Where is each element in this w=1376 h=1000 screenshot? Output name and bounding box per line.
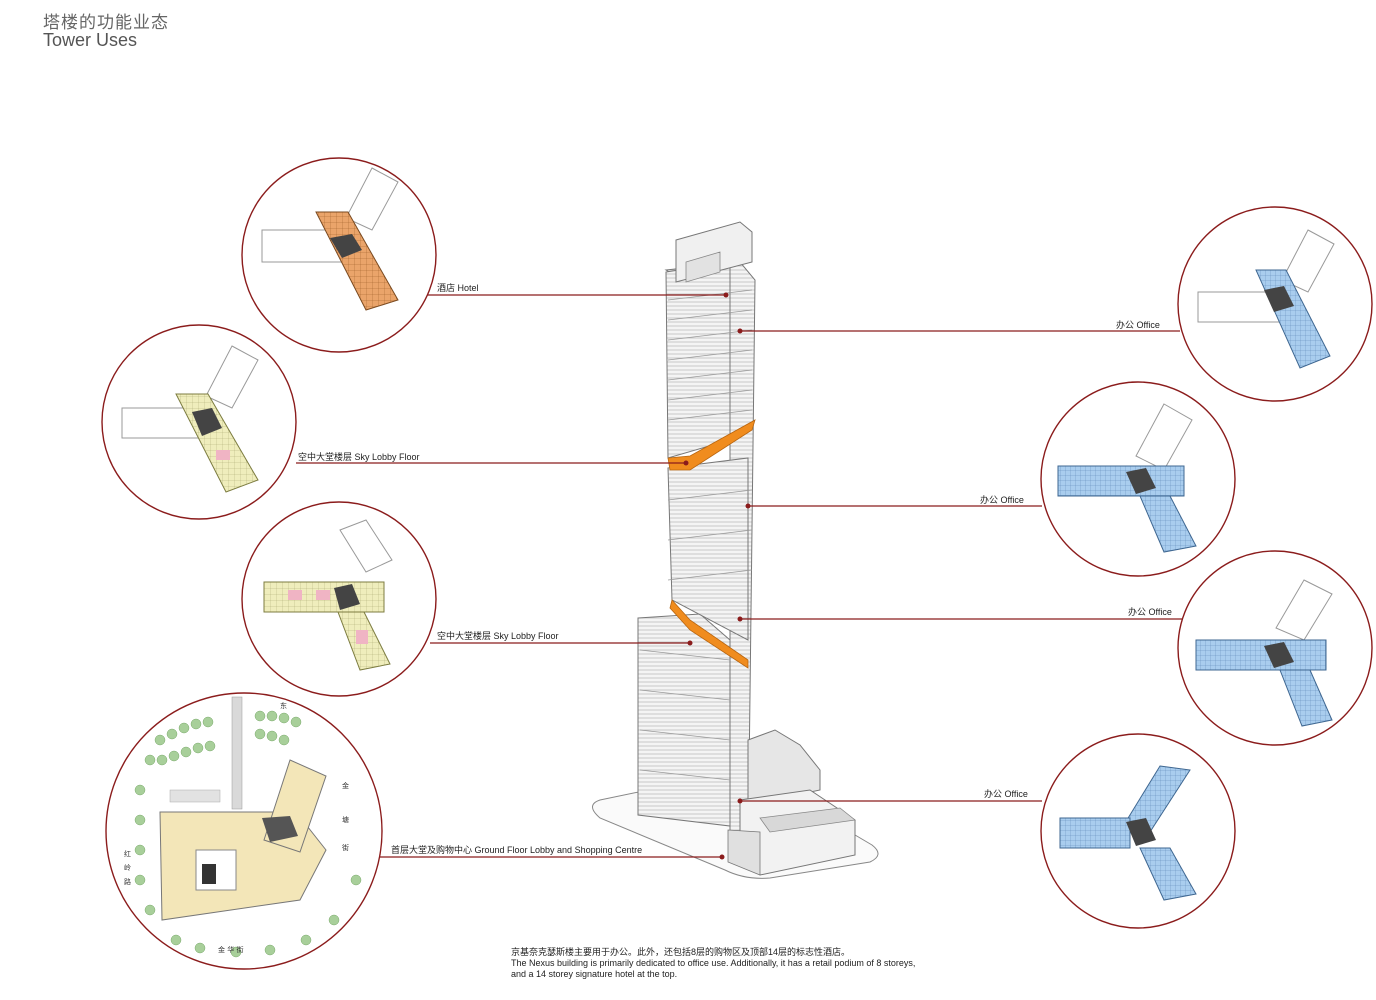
label-sky-lobby-upper: 空中大堂楼层 Sky Lobby Floor: [298, 452, 420, 462]
office-floor-plan-circle-4: [1040, 733, 1236, 929]
road-label-left-2: 岭: [124, 863, 131, 872]
office-floor-plan-circle-3: [1177, 550, 1373, 746]
road-label-jin: 金: [342, 781, 349, 790]
label-office-2: 办公 Office: [980, 495, 1024, 505]
road-label-tang: 塘: [342, 815, 349, 824]
sky-lobby-lower-floor-plan-circle: [241, 501, 437, 697]
hotel-floor-plan-circle: [241, 157, 437, 353]
caption-cn: 京基奈克瑟斯楼主要用于办公。此外，还包括8层的购物区及顶部14层的标志性酒店。: [511, 947, 851, 957]
page-title-cn: 塔楼的功能业态: [43, 13, 169, 32]
ground-floor-site-plan-circle: 东 金 塘 街 金 华 街 红 岭 路: [105, 692, 383, 970]
tower-model: [637, 221, 856, 876]
sky-lobby-band-upper: [667, 419, 756, 471]
caption-en-1: The Nexus building is primarily dedicate…: [511, 958, 916, 968]
office-floor-plan-circle-1: [1177, 206, 1373, 402]
page-title-en: Tower Uses: [43, 30, 138, 50]
road-label-left-3: 路: [124, 877, 131, 886]
label-office-1: 办公 Office: [1116, 320, 1160, 330]
label-office-4: 办公 Office: [984, 789, 1028, 799]
leader-dots: [683, 292, 751, 860]
sky-lobby-upper-floor-plan-circle: [101, 324, 297, 520]
road-label-left-1: 红: [124, 849, 131, 858]
office-floor-plan-circle-2: [1040, 381, 1236, 577]
label-hotel: 酒店 Hotel: [437, 283, 479, 293]
caption-en-2: and a 14 storey signature hotel at the t…: [511, 969, 678, 979]
label-office-3: 办公 Office: [1128, 607, 1172, 617]
road-label-jie: 街: [342, 843, 349, 852]
label-ground-floor: 首层大堂及购物中心 Ground Floor Lobby and Shoppin…: [391, 845, 643, 855]
sky-lobby-band-lower: [669, 599, 749, 669]
road-label-bottom: 金 华 街: [218, 945, 243, 954]
leader-lines: [296, 294, 1182, 858]
label-sky-lobby-lower: 空中大堂楼层 Sky Lobby Floor: [437, 631, 559, 641]
caption: 京基奈克瑟斯楼主要用于办公。此外，还包括8层的购物区及顶部14层的标志性酒店。 …: [511, 947, 971, 980]
road-label-east: 东: [280, 701, 287, 710]
